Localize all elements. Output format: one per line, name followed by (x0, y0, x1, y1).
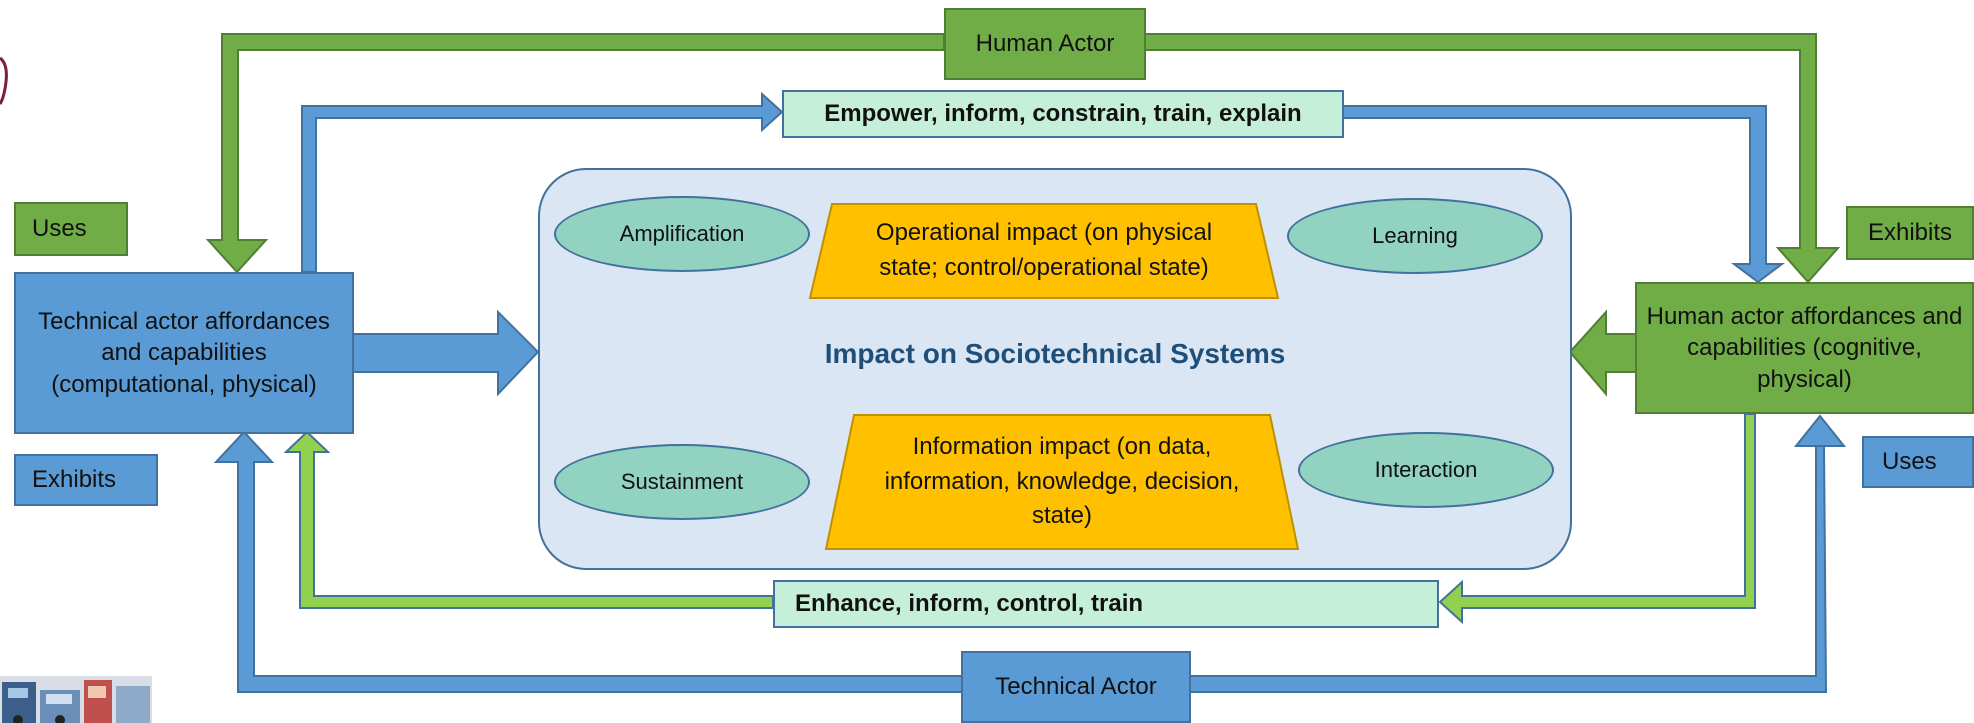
technical-actor-to-technical-arrow (213, 430, 963, 693)
trapezoid-shape (824, 414, 1300, 550)
human-actor-to-technical-arrow (205, 33, 945, 274)
human-to-bottom-flow-arrow (1438, 413, 1756, 625)
human-affordances-box: Human actor affordances and capabilities… (1635, 282, 1974, 414)
vehicle-thumbnail-image (0, 676, 152, 723)
oval-learning: Learning (1287, 198, 1543, 274)
human-impact-arrow (1568, 309, 1637, 397)
operational-impact-label: Operational impact (on physical state; c… (875, 219, 1213, 281)
trapezoid-shape (808, 203, 1280, 299)
bottom-flow-to-technical-arrow (283, 430, 774, 609)
technical-impact-arrow (351, 309, 540, 397)
technical-actor-to-human-arrow (1188, 414, 1847, 693)
oval-interaction: Interaction (1298, 432, 1554, 508)
exhibits-label-left: Exhibits (14, 454, 158, 506)
operational-impact-shape: Operational impact (on physical state; c… (808, 202, 1280, 300)
human-actor-box: Human Actor (944, 8, 1146, 80)
bottom-flow-box: Enhance, inform, control, train (773, 580, 1439, 628)
technical-to-top-flow-arrow (301, 91, 784, 273)
information-impact-label: Information impact (on data, information… (884, 432, 1240, 530)
exhibits-label-right: Exhibits (1846, 206, 1974, 260)
uses-label-right: Uses (1862, 436, 1974, 488)
human-actor-to-human-affordances-arrow (1143, 33, 1841, 284)
cropped-logo-fragment (0, 56, 8, 105)
impact-title: Impact on Sociotechnical Systems (824, 338, 1286, 369)
information-impact-shape: Information impact (on data, information… (824, 413, 1300, 551)
oval-amplification: Amplification (554, 196, 810, 272)
technical-actor-box: Technical Actor (961, 651, 1191, 723)
top-flow-to-human-arrow (1342, 105, 1785, 284)
top-flow-box: Empower, inform, constrain, train, expla… (782, 90, 1344, 138)
technical-affordances-box: Technical actor affordances and capabili… (14, 272, 354, 434)
oval-sustainment: Sustainment (554, 444, 810, 520)
uses-label-left: Uses (14, 202, 128, 256)
